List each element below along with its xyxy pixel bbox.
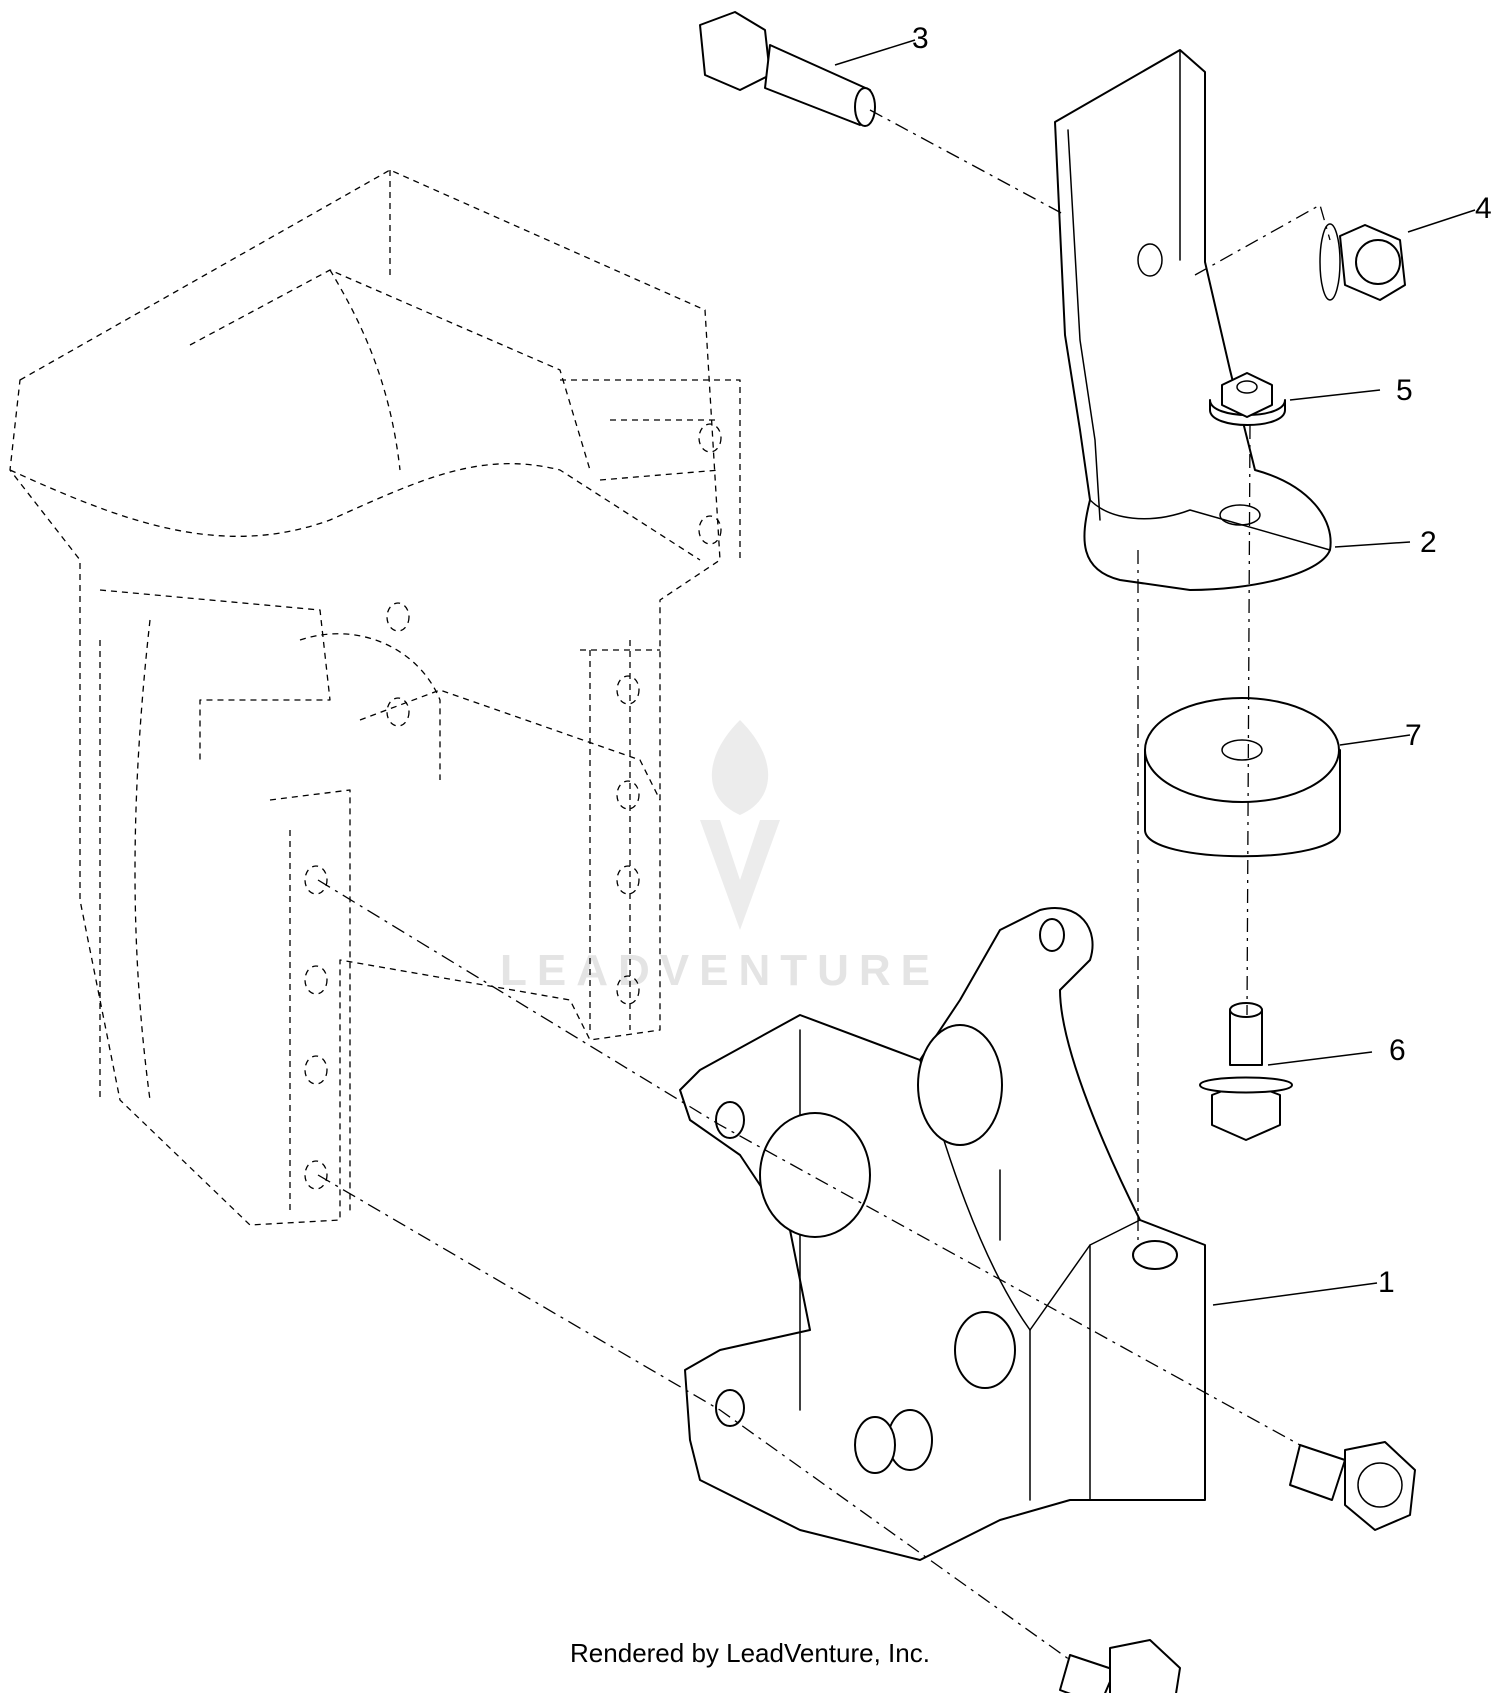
watermark-text: LEADVENTURE [500, 946, 940, 995]
mounting-bolt-3 [699, 11, 876, 127]
callout-5: 5 [1396, 374, 1413, 407]
assembly-center-lines [317, 109, 1331, 1661]
callout-2: 2 [1420, 526, 1437, 559]
callout-7: 7 [1405, 719, 1422, 752]
rubber-isolator [1144, 697, 1341, 858]
callout-leaders [834, 39, 1476, 1306]
bracket-bolt-right [1289, 1441, 1416, 1531]
flange-nut-5 [1209, 372, 1286, 426]
watermark-logo: LEADVENTURE [500, 720, 940, 995]
callout-6: 6 [1389, 1034, 1406, 1067]
flange-nut-4 [1319, 223, 1406, 301]
bracket-bolt-bottom [1059, 1639, 1181, 1693]
callout-4: 4 [1475, 192, 1492, 225]
engine-block-phantom [9, 169, 741, 1226]
main-engine-bracket [679, 907, 1206, 1561]
callout-3: 3 [912, 22, 929, 55]
callout-1: 1 [1378, 1266, 1395, 1299]
upper-mounting-bracket [1054, 49, 1332, 591]
isolator-bolt [1199, 1002, 1293, 1141]
footer-credit: Rendered by LeadVenture, Inc. [570, 1638, 930, 1668]
callout-labels: 3 4 5 2 7 6 1 [912, 22, 1492, 1299]
